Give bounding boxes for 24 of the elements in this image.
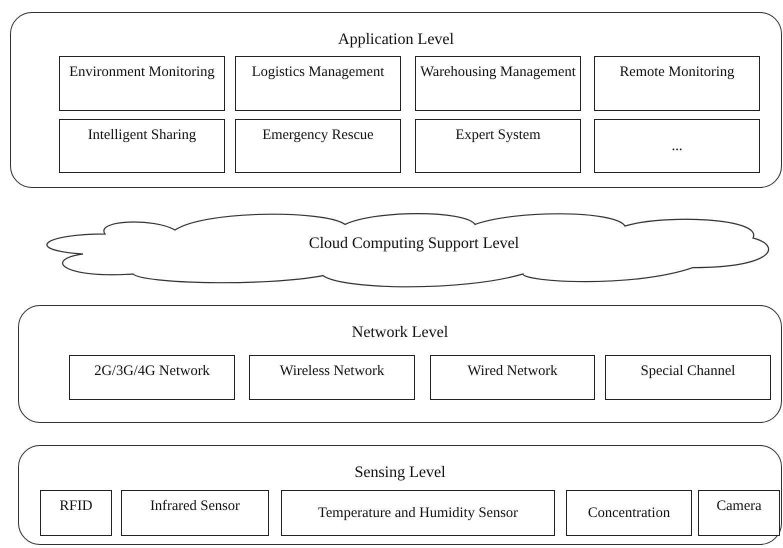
component-box: Intelligent Sharing	[59, 119, 225, 173]
component-box: Wireless Network	[249, 355, 415, 400]
component-box: Remote Monitoring	[594, 56, 760, 111]
level-heading: Network Level	[350, 324, 450, 342]
component-box: Expert System	[415, 119, 581, 173]
cloud-label: Cloud Computing Support Level	[308, 235, 520, 253]
level-heading: Sensing Level	[353, 464, 447, 482]
level-panel	[10, 12, 782, 188]
component-box: Logistics Management	[235, 56, 401, 111]
component-box: Concentration	[566, 490, 692, 536]
component-box: RFID	[40, 490, 112, 536]
level-panel	[18, 445, 782, 545]
component-box: Emergency Rescue	[235, 119, 401, 173]
component-box: 2G/3G/4G Network	[69, 355, 235, 400]
component-box: Infrared Sensor	[121, 490, 269, 536]
component-box: Temperature and Humidity Sensor	[281, 490, 555, 536]
component-box: Camera	[698, 490, 780, 536]
level-heading: Application Level	[337, 31, 455, 49]
component-box: ...	[594, 119, 760, 173]
component-box: Environment Monitoring	[59, 56, 225, 111]
component-box: Warehousing Management	[415, 56, 581, 111]
component-box: Wired Network	[430, 355, 595, 400]
component-box: Special Channel	[605, 355, 771, 400]
level-panel	[18, 305, 782, 423]
